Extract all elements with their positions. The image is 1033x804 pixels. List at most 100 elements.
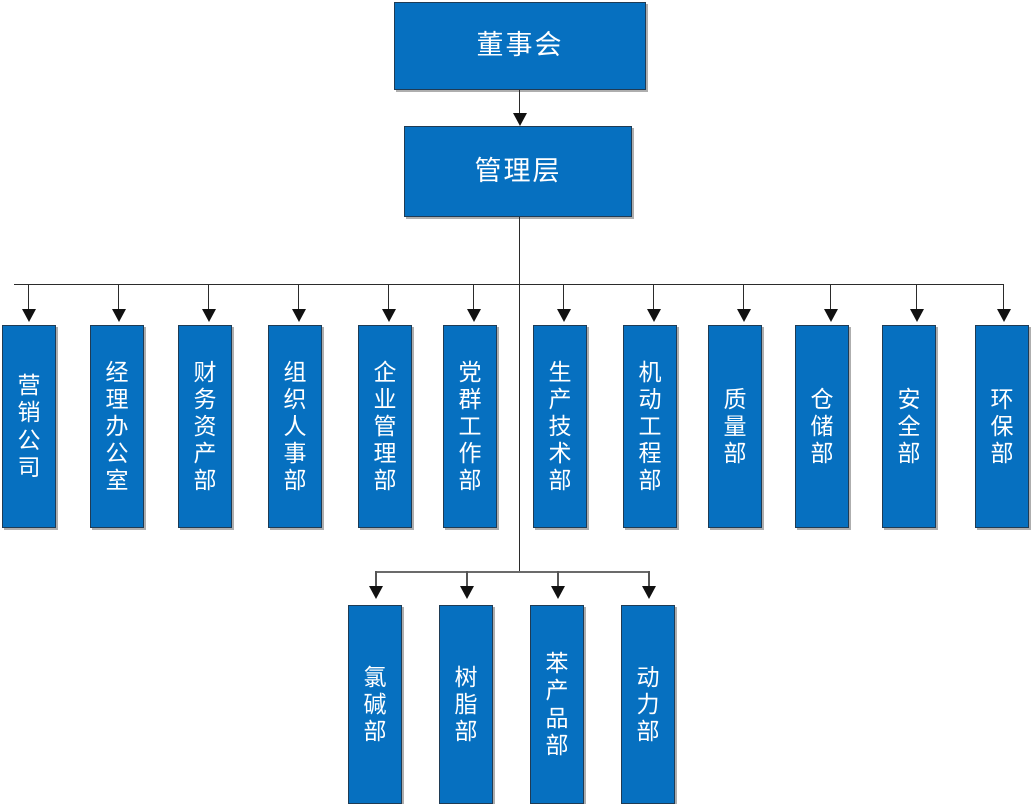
node-dept-marketing[interactable]: 营 销 公 司 xyxy=(2,325,56,528)
node-dept-enterprise-mgmt-label: 企 业 管 理 部 xyxy=(374,359,397,495)
char: 部 xyxy=(810,441,834,467)
char: 苯 xyxy=(545,651,569,677)
arrowhead-dept-manager-office xyxy=(112,309,126,322)
node-dept-manager-office[interactable]: 经 理 办 公 室 xyxy=(90,325,144,528)
arrowhead-dept-quality xyxy=(737,309,751,322)
char: 组 xyxy=(283,359,307,385)
node-management-label: 管理层 xyxy=(474,155,562,186)
char: 产 xyxy=(548,386,572,412)
drop-dept-manager-office xyxy=(118,284,119,311)
char: 全 xyxy=(897,413,921,439)
char: 管 xyxy=(373,413,397,439)
arrowhead-dept-finance-assets xyxy=(202,309,216,322)
char: 作 xyxy=(458,441,482,467)
char: 部 xyxy=(193,468,217,494)
node-dept-benzene-products-label: 苯 产 品 部 xyxy=(546,650,569,759)
drop-dept-mechanical-eng xyxy=(653,284,654,311)
drop-dept-party-mass-work xyxy=(473,284,474,311)
char: 产 xyxy=(545,678,569,704)
node-dept-power[interactable]: 动 力 部 xyxy=(621,605,675,804)
node-dept-party-mass-work[interactable]: 党 群 工 作 部 xyxy=(443,325,497,528)
arrowhead-dept-enterprise-mgmt xyxy=(382,309,396,322)
char: 品 xyxy=(545,705,569,731)
char: 技 xyxy=(548,413,572,439)
char: 环 xyxy=(990,386,1014,412)
node-dept-production-tech[interactable]: 生 产 技 术 部 xyxy=(533,325,587,528)
char: 脂 xyxy=(454,691,478,717)
node-dept-warehouse-label: 仓 储 部 xyxy=(811,386,834,467)
node-dept-mechanical-eng[interactable]: 机 动 工 程 部 xyxy=(623,325,677,528)
bus-level4 xyxy=(376,571,650,573)
char: 储 xyxy=(810,413,834,439)
node-dept-power-label: 动 力 部 xyxy=(637,664,660,745)
char: 室 xyxy=(105,468,129,494)
char: 务 xyxy=(193,386,217,412)
drop-dept-resin xyxy=(466,571,468,588)
node-dept-manager-office-label: 经 理 办 公 室 xyxy=(106,359,129,495)
node-dept-production-tech-label: 生 产 技 术 部 xyxy=(549,359,572,495)
char: 安 xyxy=(897,386,921,412)
char: 部 xyxy=(897,441,921,467)
arrowhead-dept-power xyxy=(642,586,656,599)
char: 氯 xyxy=(363,664,387,690)
char: 保 xyxy=(990,413,1014,439)
char: 碱 xyxy=(363,691,387,717)
char: 质 xyxy=(723,386,747,412)
node-dept-quality[interactable]: 质 量 部 xyxy=(708,325,762,528)
node-board[interactable]: 董事会 xyxy=(394,2,646,90)
char: 公 xyxy=(105,441,129,467)
char: 理 xyxy=(373,441,397,467)
arrowhead-dept-warehouse xyxy=(824,309,838,322)
node-dept-environment[interactable]: 环 保 部 xyxy=(975,325,1029,528)
node-dept-chlor-alkali[interactable]: 氯 碱 部 xyxy=(348,605,402,804)
char: 部 xyxy=(723,441,747,467)
char: 部 xyxy=(458,468,482,494)
node-dept-benzene-products[interactable]: 苯 产 品 部 xyxy=(530,605,584,804)
node-dept-mechanical-eng-label: 机 动 工 程 部 xyxy=(639,359,662,495)
char: 公 xyxy=(17,427,41,453)
node-management[interactable]: 管理层 xyxy=(404,126,632,217)
arrowhead-dept-production-tech xyxy=(557,309,571,322)
node-dept-org-personnel[interactable]: 组 织 人 事 部 xyxy=(268,325,322,528)
char: 人 xyxy=(283,413,307,439)
arrowhead-dept-resin xyxy=(460,586,474,599)
char: 营 xyxy=(17,373,41,399)
node-board-label: 董事会 xyxy=(476,30,564,61)
node-dept-resin-label: 树 脂 部 xyxy=(455,664,478,745)
drop-dept-quality xyxy=(743,284,744,311)
node-dept-org-personnel-label: 组 织 人 事 部 xyxy=(284,359,307,495)
char: 机 xyxy=(638,359,662,385)
char: 术 xyxy=(548,441,572,467)
node-dept-safety[interactable]: 安 全 部 xyxy=(882,325,936,528)
char: 生 xyxy=(548,359,572,385)
drop-dept-production-tech xyxy=(563,284,564,311)
arrowhead-dept-party-mass-work xyxy=(467,309,481,322)
char: 部 xyxy=(373,468,397,494)
char: 动 xyxy=(636,664,660,690)
char: 财 xyxy=(193,359,217,385)
node-dept-marketing-label: 营 销 公 司 xyxy=(18,372,41,481)
node-dept-warehouse[interactable]: 仓 储 部 xyxy=(795,325,849,528)
edge-board-to-management xyxy=(519,90,520,116)
node-dept-enterprise-mgmt[interactable]: 企 业 管 理 部 xyxy=(358,325,412,528)
arrowhead-dept-environment xyxy=(997,309,1011,322)
char: 部 xyxy=(548,468,572,494)
drop-dept-warehouse xyxy=(830,284,831,311)
char: 动 xyxy=(638,386,662,412)
arrowhead-dept-mechanical-eng xyxy=(647,309,661,322)
char: 程 xyxy=(638,441,662,467)
char: 司 xyxy=(17,454,41,480)
node-dept-finance-assets[interactable]: 财 务 资 产 部 xyxy=(178,325,232,528)
drop-dept-benzene-products xyxy=(557,571,559,588)
char: 企 xyxy=(373,359,397,385)
char: 工 xyxy=(458,413,482,439)
node-dept-chlor-alkali-label: 氯 碱 部 xyxy=(364,664,387,745)
drop-dept-safety xyxy=(916,284,917,311)
char: 产 xyxy=(193,441,217,467)
drop-dept-environment xyxy=(1003,284,1004,311)
char: 部 xyxy=(283,468,307,494)
char: 部 xyxy=(636,719,660,745)
node-dept-resin[interactable]: 树 脂 部 xyxy=(439,605,493,804)
char: 经 xyxy=(105,359,129,385)
